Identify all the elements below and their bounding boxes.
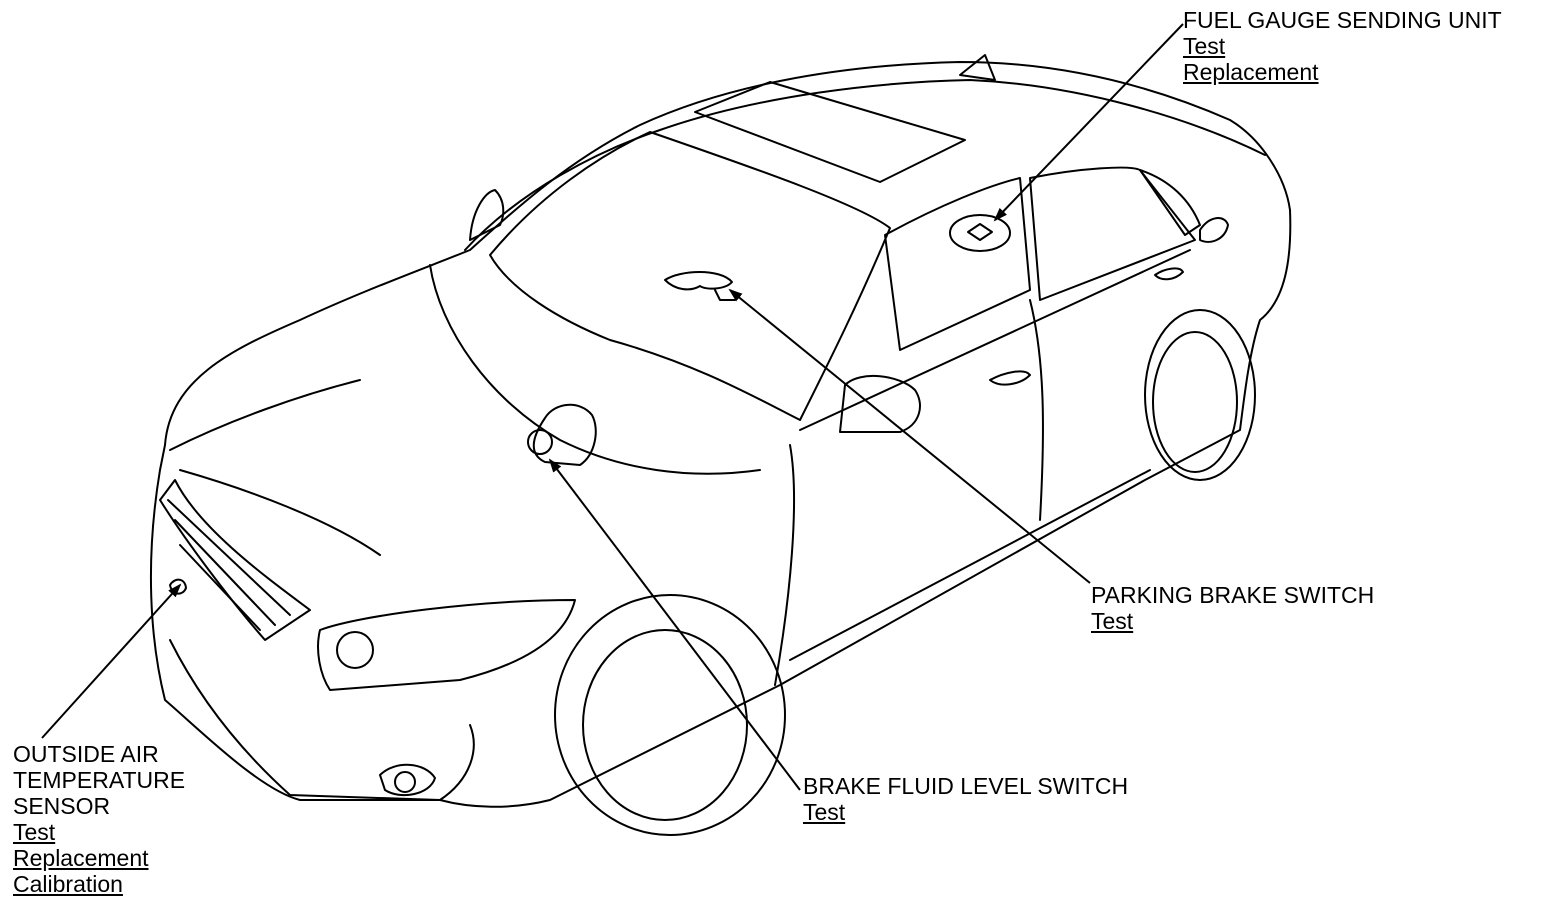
parking-brake-test-link[interactable]: Test <box>1091 608 1134 634</box>
callout-outside-air-temperature-sensor: OUTSIDE AIR TEMPERATURE SENSOR Test Repl… <box>13 741 185 897</box>
car-hood-crease <box>179 469 381 556</box>
car-rear-wheel-arch <box>1144 309 1256 481</box>
fuel-gauge-replacement-link[interactable]: Replacement <box>1183 59 1319 85</box>
car-hood-line-center <box>429 264 761 475</box>
car-fuel-door <box>1199 217 1229 243</box>
leader-outside-air <box>41 583 182 739</box>
car-hood-line-left <box>169 379 361 451</box>
car-headlight <box>317 599 576 691</box>
car-grille <box>159 479 311 641</box>
brake-fluid-test-link[interactable]: Test <box>803 799 846 825</box>
car-rear-quarter-window <box>1139 169 1201 236</box>
car-front-wheel <box>582 629 748 821</box>
outside-air-title-line-3: SENSOR <box>13 793 111 819</box>
car-fog-light <box>379 763 436 797</box>
callout-brake-fluid-level-switch: BRAKE FLUID LEVEL SWITCH Test <box>803 773 1128 825</box>
brake-fluid-title: BRAKE FLUID LEVEL SWITCH <box>803 773 1129 799</box>
car-antenna <box>959 54 996 81</box>
fuel-gauge-unit-ring <box>949 214 1011 252</box>
fuel-gauge-title: FUEL GAUGE SENDING UNIT <box>1183 7 1502 33</box>
leader-brake-fluid <box>548 458 801 791</box>
car-far-mirror <box>469 189 505 241</box>
leader-parking-brake <box>728 288 1091 584</box>
outside-air-replacement-link[interactable]: Replacement <box>13 845 149 871</box>
car-front-bumper <box>169 639 475 801</box>
outside-air-title-line-2: TEMPERATURE <box>13 767 186 793</box>
car-front-door-handle <box>989 370 1031 386</box>
outside-air-test-link[interactable]: Test <box>13 819 56 845</box>
car-sunroof <box>694 81 966 183</box>
outside-air-title-line-1: OUTSIDE AIR <box>13 741 159 767</box>
car-front-side-window <box>884 177 1031 351</box>
car-front-wheel-arch <box>554 594 786 836</box>
car-rear-wheel <box>1152 331 1238 473</box>
parking-brake-title: PARKING BRAKE SWITCH <box>1091 582 1375 608</box>
car-fog-light-lens <box>394 771 416 793</box>
car-windshield <box>489 131 891 421</box>
callout-fuel-gauge-sending-unit: FUEL GAUGE SENDING UNIT Test Replacement <box>1183 7 1502 85</box>
fuel-gauge-unit-body <box>967 223 993 241</box>
outside-air-calibration-link[interactable]: Calibration <box>13 871 123 897</box>
car-door-line-front <box>774 444 795 686</box>
car-body-crease <box>799 249 1191 431</box>
callout-parking-brake-switch: PARKING BRAKE SWITCH Test <box>1091 582 1374 634</box>
car-side-mirror <box>839 374 921 433</box>
car-roof <box>464 79 1266 251</box>
parking-brake-lever <box>664 271 736 301</box>
brake-fluid-reservoir <box>532 403 597 466</box>
car-headlight-lens <box>336 631 374 669</box>
car-body-outline <box>149 61 1292 808</box>
car-grille-inner <box>167 499 291 631</box>
car-rear-door-handle <box>1154 267 1184 281</box>
car-rear-side-window <box>1029 166 1196 301</box>
leader-fuel-gauge <box>993 23 1184 222</box>
car-door-line-rear <box>1029 299 1044 521</box>
car-sill <box>789 469 1151 661</box>
fuel-gauge-test-link[interactable]: Test <box>1183 33 1226 59</box>
brake-fluid-cap <box>527 429 553 455</box>
